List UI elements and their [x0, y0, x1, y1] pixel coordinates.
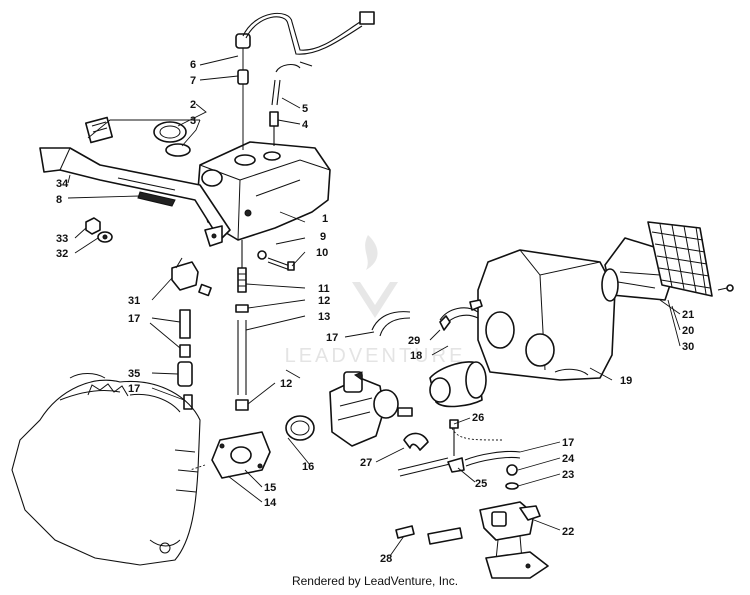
- callout-17d: 17: [562, 437, 574, 449]
- callout-11: 11: [318, 283, 330, 295]
- callout-33: 33: [56, 233, 68, 245]
- callout-1: 1: [322, 213, 328, 225]
- callout-34: 34: [56, 178, 69, 190]
- callout-2: 2: [190, 99, 196, 111]
- fuel-pump: [479, 464, 549, 579]
- oil-filter: [153, 121, 191, 157]
- callout-22: 22: [562, 526, 574, 538]
- screen-mesh: [647, 221, 713, 297]
- callout-18: 18: [410, 350, 422, 362]
- clamp-27: [403, 432, 429, 451]
- carburetor: [329, 371, 413, 447]
- mounting-bracket: [39, 147, 231, 241]
- callout-4: 4: [302, 119, 309, 131]
- callout-12b: 12: [280, 378, 292, 390]
- callout-labels: 1 2 3 4 5 6 7 8 9 10 11 12 12 13 14 15 1…: [56, 59, 694, 565]
- callout-17b: 17: [128, 383, 140, 395]
- carb-flange: [189, 431, 271, 479]
- intake-boot: [429, 361, 487, 408]
- vent-hose: [269, 63, 301, 146]
- hose-17-mid: [371, 311, 411, 337]
- callout-29: 29: [408, 335, 420, 347]
- bolt: [257, 250, 295, 271]
- callout-26: 26: [472, 412, 484, 424]
- callout-3: 3: [190, 115, 196, 127]
- callout-15: 15: [264, 482, 276, 494]
- callout-35: 35: [128, 368, 140, 380]
- callout-17a: 17: [128, 313, 140, 325]
- bracket-rod: [117, 177, 176, 191]
- fuel-line-right: [397, 419, 521, 477]
- sensor-wire: [242, 11, 375, 67]
- callout-23: 23: [562, 469, 574, 481]
- vent-hose-29: [439, 299, 483, 331]
- fuel-valve: [171, 257, 212, 410]
- watermark-text: LEADVENTURE: [285, 345, 466, 367]
- callout-20: 20: [682, 325, 694, 337]
- watermark-logo: LEADVENTURE: [285, 235, 466, 367]
- leader-lines: [67, 55, 681, 557]
- callout-19: 19: [620, 375, 632, 387]
- callout-8: 8: [56, 194, 62, 206]
- callout-21: 21: [682, 309, 694, 321]
- tube-28: [395, 525, 463, 545]
- callout-17c: 17: [326, 332, 338, 344]
- callout-31: 31: [128, 295, 140, 307]
- airbox: [477, 249, 616, 381]
- callout-7: 7: [190, 75, 196, 87]
- callout-25: 25: [475, 478, 487, 490]
- callout-27: 27: [360, 457, 372, 469]
- callout-30: 30: [682, 341, 694, 353]
- callout-24: 24: [562, 453, 575, 465]
- nut-washer: [85, 217, 113, 243]
- tank-stud: [204, 225, 223, 247]
- callout-13: 13: [318, 311, 330, 323]
- oil-tank: [197, 141, 331, 241]
- callout-12a: 12: [318, 295, 330, 307]
- callout-5: 5: [302, 103, 308, 115]
- intake-silencer: [601, 221, 734, 302]
- callout-9: 9: [320, 231, 326, 243]
- footer-credit: Rendered by LeadVenture, Inc.: [291, 574, 459, 588]
- callout-28: 28: [380, 553, 392, 565]
- tank-cap: [235, 33, 251, 150]
- callout-16: 16: [302, 461, 314, 473]
- callout-14: 14: [264, 497, 277, 509]
- callout-6: 6: [190, 59, 196, 71]
- callout-10: 10: [316, 247, 328, 259]
- oil-line: [235, 240, 249, 411]
- hose-clamp: [285, 415, 315, 441]
- callout-32: 32: [56, 248, 68, 260]
- engine-block: [11, 373, 201, 566]
